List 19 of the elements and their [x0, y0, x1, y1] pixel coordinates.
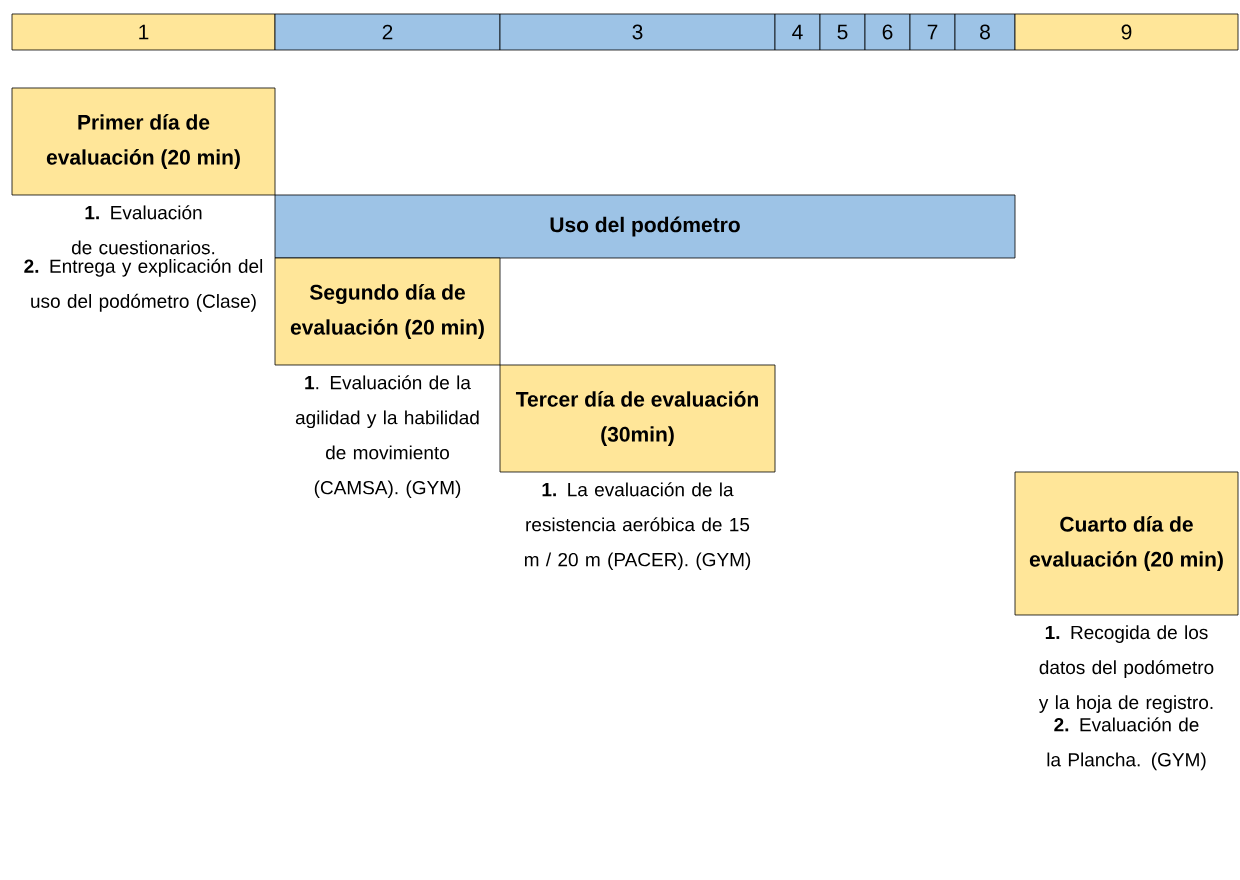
- stage-box: Tercer día de evaluación (30min): [499, 364, 776, 473]
- stage-box: Cuarto día de evaluación (20 min): [1014, 471, 1239, 616]
- list-item: 2. Evaluación de la Plancha. (GYM): [1047, 717, 1206, 771]
- list-item: 1. Recogida de los datos del podómetro y la hoja de registro.: [1038, 625, 1214, 713]
- column-header: 1: [11, 13, 276, 51]
- stage-box: Primer día de evaluación (20 min): [11, 87, 276, 196]
- list-item: 1. Evaluación de cuestionarios.: [71, 205, 215, 255]
- column-header: 7: [909, 13, 956, 51]
- column-header: 2: [274, 13, 501, 51]
- column-header: 4: [774, 13, 821, 51]
- column-header: 5: [819, 13, 866, 51]
- stage-box: Segundo día de evaluación (20 min): [274, 257, 501, 366]
- stage-box: Uso del podómetro: [274, 194, 1016, 259]
- list-item: 1. Evaluación de la agilidad y la habilidad de movimiento (CAMSA). (GYM): [295, 375, 479, 499]
- column-header: 6: [864, 13, 911, 51]
- list-item: 1. La evaluación de la resistencia aeróbica de 15 m / 20 m (PACER). (GYM): [524, 482, 751, 571]
- column-header: 9: [1014, 13, 1239, 51]
- list-item: 2. Entrega y explicación del uso del podómetro (Clase): [24, 258, 263, 312]
- column-header: 8: [954, 13, 1016, 51]
